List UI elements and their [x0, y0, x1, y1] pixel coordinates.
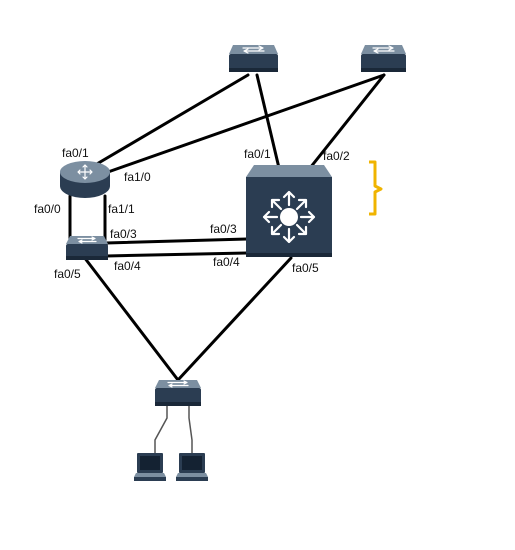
port-label-multilayer-fa0-4: fa0/4: [213, 255, 240, 269]
link-switch-fa05-to-bottom-switch: [82, 255, 180, 382]
link-bottom-switch-to-right-laptop: [188, 403, 193, 455]
link-multilayer-fa05-to-bottom-switch: [176, 256, 293, 382]
laptop-icon[interactable]: [176, 453, 208, 481]
link-top-left-switch-to-multilayer: [255, 73, 281, 170]
bracket-annotation: [369, 160, 383, 216]
switch-icon[interactable]: [361, 45, 406, 72]
port-label-switch-fa0-5: fa0/5: [54, 267, 81, 281]
link-switch-fa03-to-multilayer: [104, 237, 249, 245]
switch-icon[interactable]: [66, 236, 108, 260]
port-label-multilayer-fa0-5: fa0/5: [292, 261, 319, 275]
port-labels: fa0/1 fa1/0 fa0/0 fa1/1 fa0/3 fa0/4 fa0/…: [34, 146, 350, 281]
port-label-switch-fa0-4: fa0/4: [114, 259, 141, 273]
port-label-router-fa0-0: fa0/0: [34, 202, 61, 216]
router-icon[interactable]: [60, 161, 110, 198]
switch-icon[interactable]: [229, 45, 278, 72]
link-switch-fa04-to-multilayer: [104, 251, 249, 258]
link-bottom-switch-to-left-laptop: [154, 403, 168, 455]
links: [68, 73, 386, 455]
laptop-icon[interactable]: [134, 453, 166, 481]
switch-icon[interactable]: [155, 380, 201, 406]
port-label-router-fa1-0: fa1/0: [124, 170, 151, 184]
port-label-switch-fa0-3: fa0/3: [110, 227, 137, 241]
link-router-to-top-right-switch: [106, 73, 386, 174]
link-top-right-switch-to-multilayer: [308, 73, 386, 170]
link-router-to-top-left-switch: [88, 73, 250, 170]
port-label-multilayer-fa0-1: fa0/1: [244, 147, 271, 161]
port-label-multilayer-fa0-3: fa0/3: [210, 222, 237, 236]
port-label-router-fa1-1: fa1/1: [108, 202, 135, 216]
port-label-multilayer-fa0-2: fa0/2: [323, 149, 350, 163]
port-label-router-fa0-1: fa0/1: [62, 146, 89, 160]
multilayer-switch-icon[interactable]: [246, 165, 332, 257]
